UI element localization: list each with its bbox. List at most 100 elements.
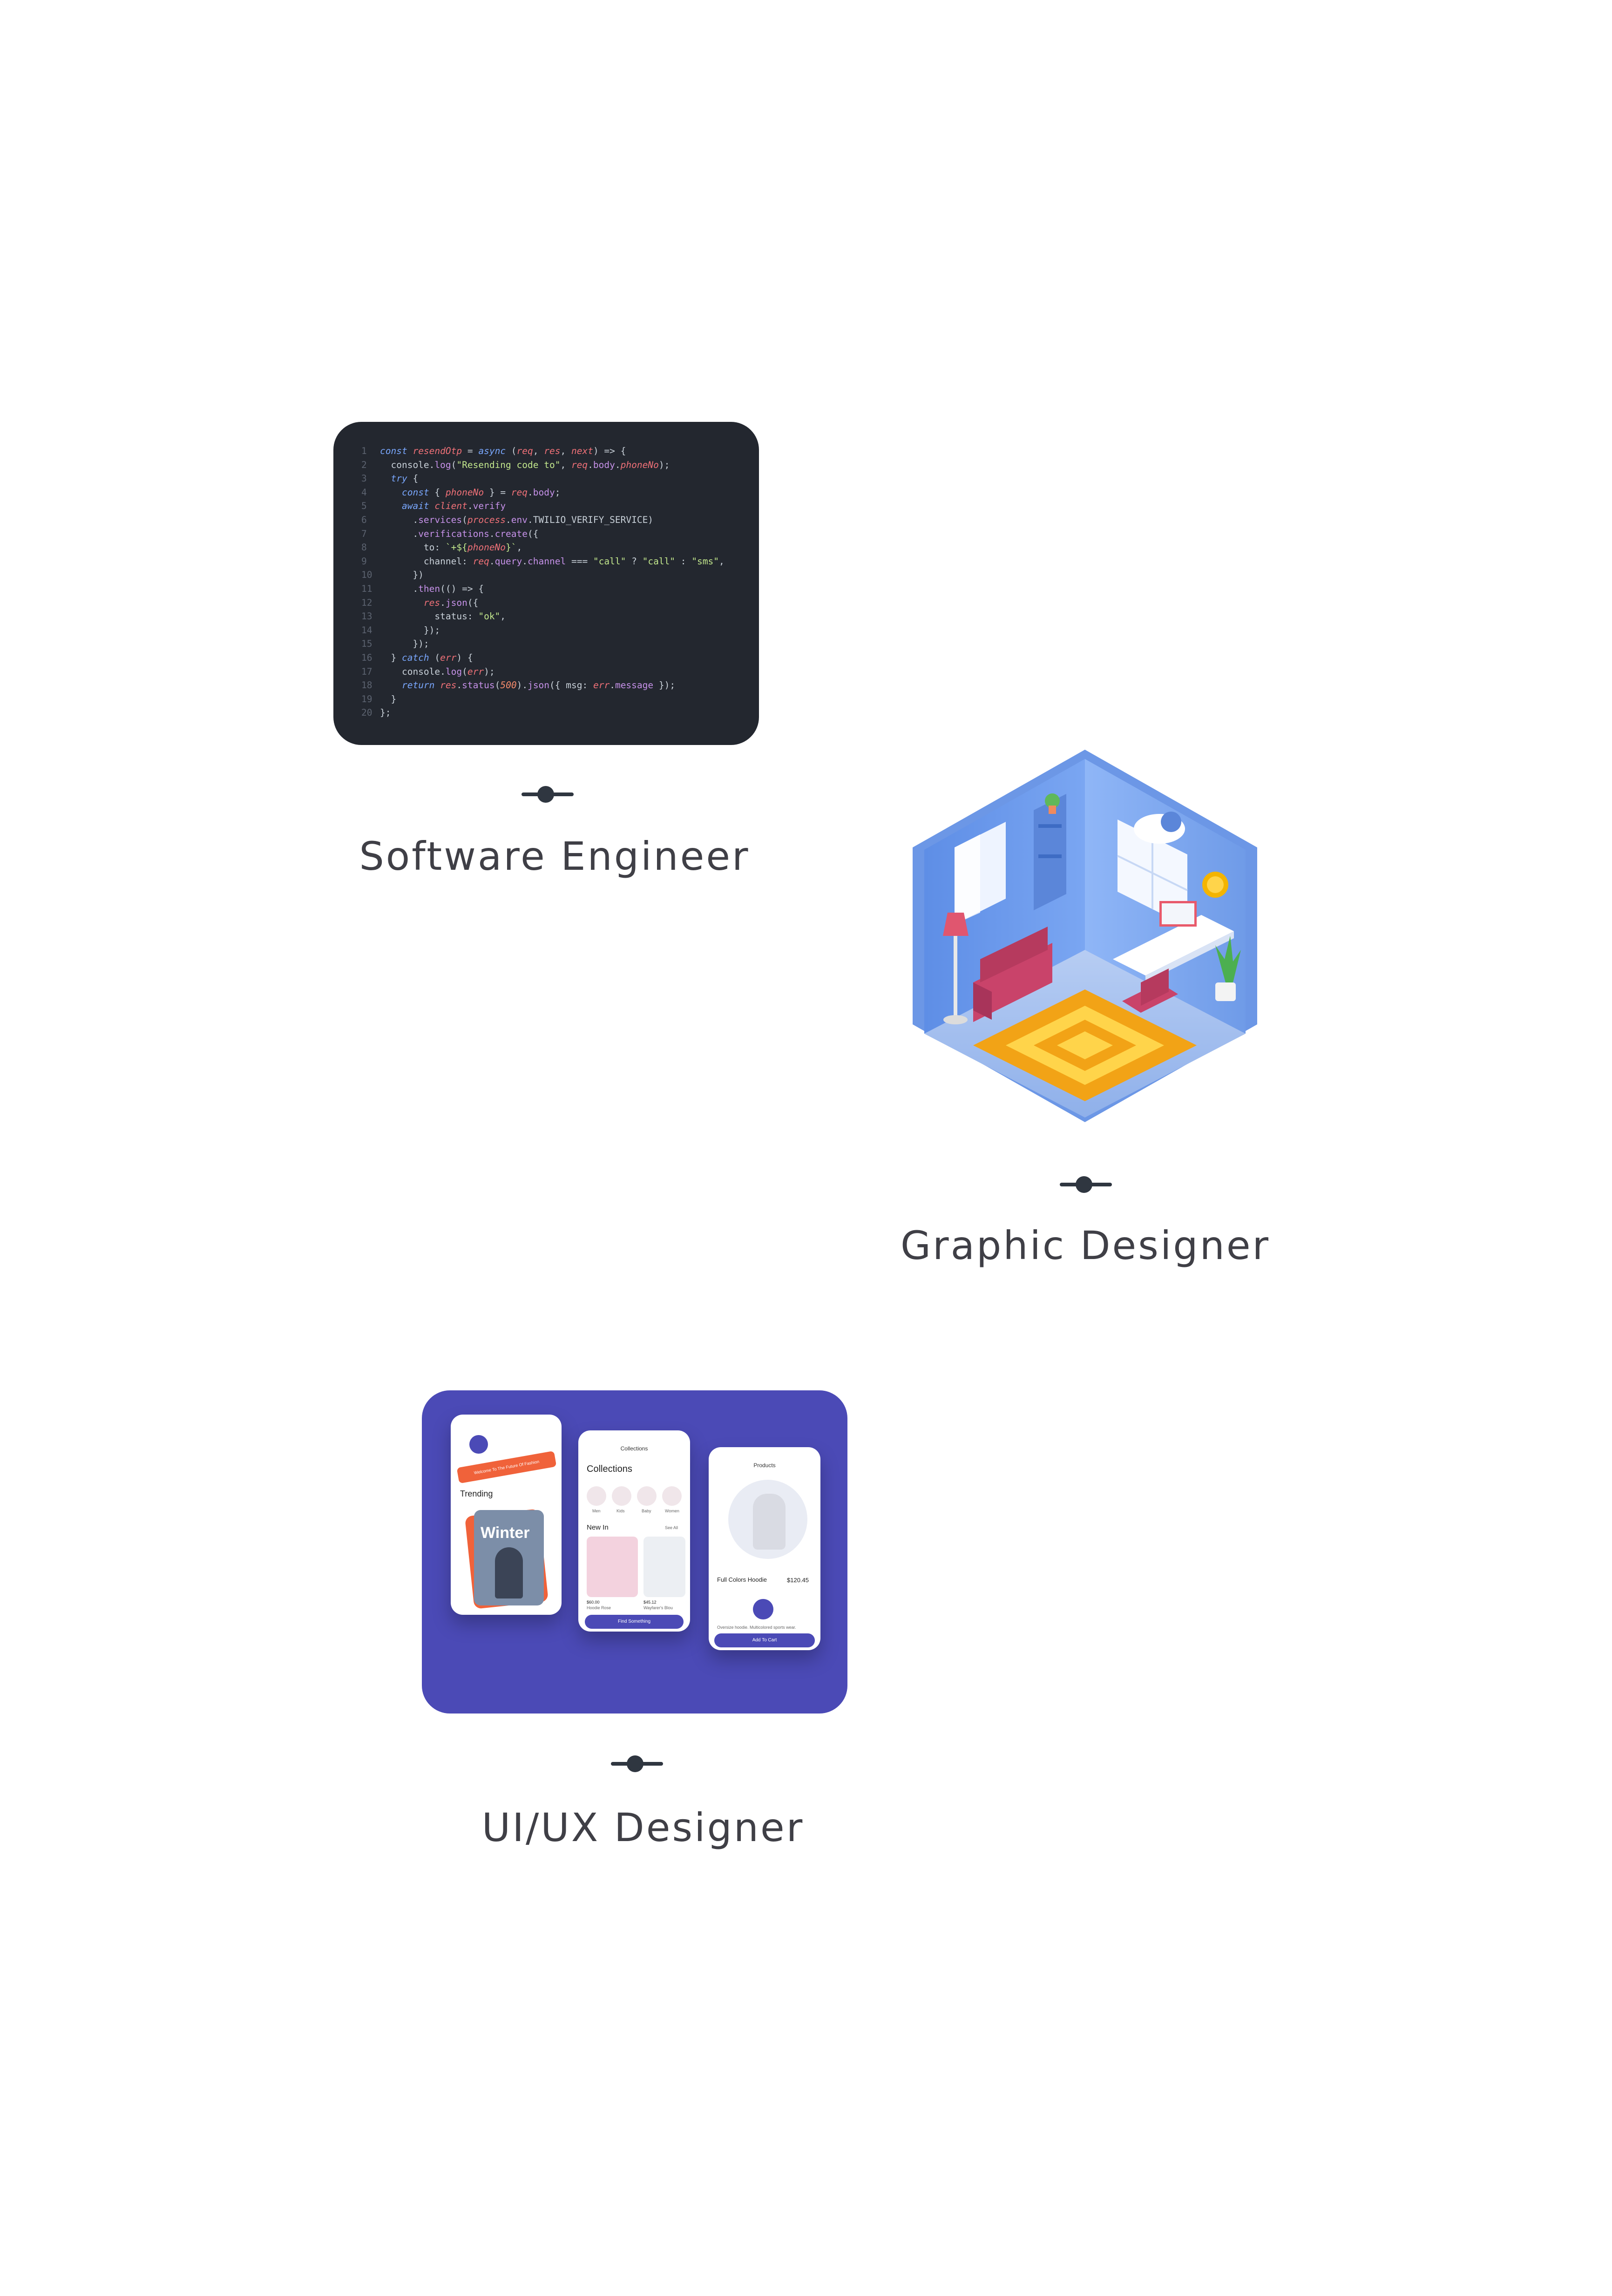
code-text: res.json({: [423, 597, 479, 608]
collections-title: Collections: [587, 1464, 632, 1474]
phone-home-screen: Welcome To The Future Of Fashion Trendin…: [451, 1415, 562, 1615]
code-text: to: `+${phoneNo}`,: [380, 542, 522, 553]
line-number: 5: [361, 501, 367, 512]
code-text: await client.verify: [401, 501, 506, 512]
line-number: 3: [361, 473, 367, 484]
code-line: 3 try {: [361, 472, 731, 486]
code-line: 6 .services(process.env.TWILIO_VERIFY_SE…: [361, 513, 731, 527]
code-line: 19 }: [361, 692, 731, 706]
code-line: 8 to: `+${phoneNo}`,: [361, 541, 731, 555]
code-line: 10 }): [361, 568, 731, 582]
code-line: 1 const resendOtp = async (req, res, next…: [361, 444, 731, 458]
category-men-avatar[interactable]: [587, 1486, 606, 1506]
code-text: .then(() => {: [380, 583, 484, 594]
code-text: status: "ok",: [380, 611, 506, 622]
app-mockup-card: Welcome To The Future Of Fashion Trendin…: [422, 1390, 847, 1714]
collections-header: Collections: [620, 1445, 648, 1452]
product-name: Full Colors Hoodie: [717, 1576, 767, 1583]
code-text: };: [380, 707, 391, 718]
product-card-hoodie-rose[interactable]: [587, 1537, 638, 1597]
code-text: }): [380, 569, 424, 581]
find-something-button[interactable]: Find Something: [585, 1615, 684, 1629]
code-text: console.log(err);: [380, 666, 495, 677]
item1-name: Hoodie Rose: [587, 1605, 611, 1610]
line-number: 20: [361, 707, 373, 718]
code-text: channel: req.query.channel === "call" ? …: [380, 555, 725, 567]
code-line: 2 console.log("Resending code to", req.b…: [361, 458, 731, 472]
code-line: 16 } catch (err) {: [361, 651, 731, 665]
welcome-banner: Welcome To The Future Of Fashion: [456, 1450, 557, 1484]
code-line: 18 return res.status(500).json({ msg: er…: [361, 678, 731, 692]
line-number: 10: [361, 569, 373, 581]
chip-women[interactable]: Women: [665, 1509, 679, 1513]
products-header: Products: [753, 1462, 776, 1469]
code-line: 7 .verifications.create({: [361, 527, 731, 541]
phone-collections-screen: Collections Collections Men Kids Baby Wo…: [578, 1430, 690, 1632]
role-title-ui-ux-designer: UI/UX Designer: [481, 1805, 805, 1850]
code-line: 20};: [361, 706, 731, 720]
line-number: 16: [361, 652, 373, 663]
code-line: 4 const { phoneNo } = req.body;: [361, 486, 731, 500]
code-line: 9 channel: req.query.channel === "call" …: [361, 555, 731, 569]
code-text: try {: [391, 473, 419, 484]
code-line: 17 console.log(err);: [361, 665, 731, 679]
code-text: } catch (err) {: [380, 652, 473, 663]
code-text: });: [380, 624, 440, 636]
code-line: 12 res.json({: [361, 596, 731, 610]
hoodie-model: [753, 1494, 786, 1550]
trending-heading: Trending: [460, 1489, 493, 1498]
line-number: 2: [361, 459, 367, 470]
size-selector[interactable]: [753, 1599, 773, 1619]
code-text: const { phoneNo } = req.body;: [401, 487, 561, 498]
line-number: 14: [361, 624, 373, 636]
line-number: 11: [361, 583, 373, 594]
line-number: 19: [361, 693, 373, 704]
category-baby-avatar[interactable]: [637, 1486, 657, 1506]
code-text: const resendOtp = async (req, res, next)…: [380, 446, 626, 456]
code-text: return res.status(500).json({ msg: err.m…: [401, 680, 676, 691]
line-number: 9: [361, 555, 367, 567]
connector-icon: [522, 786, 574, 803]
trending-card: Winter: [474, 1510, 544, 1605]
line-number: 7: [361, 528, 367, 539]
line-number: 13: [361, 611, 373, 622]
category-kids-avatar[interactable]: [612, 1486, 631, 1506]
code-text: .services(process.env.TWILIO_VERIFY_SERV…: [380, 514, 654, 525]
code-line: 13 status: "ok",: [361, 610, 731, 623]
category-women-avatar[interactable]: [662, 1486, 682, 1506]
add-to-cart-button[interactable]: Add To Cart: [714, 1633, 815, 1647]
chip-kids[interactable]: Kids: [616, 1509, 625, 1513]
product-description: Oversize hoodie. Multicolored sports wea…: [717, 1625, 796, 1630]
role-title-software-engineer: Software Engineer: [359, 833, 750, 879]
code-line: 15 });: [361, 637, 731, 651]
line-number: 15: [361, 638, 373, 650]
connector-icon: [611, 1755, 663, 1772]
code-text: });: [380, 638, 429, 650]
connector-icon: [1060, 1176, 1112, 1193]
line-number: 8: [361, 542, 367, 553]
code-text: }: [380, 693, 397, 704]
code-snippet-card: 1 const resendOtp = async (req, res, next…: [333, 422, 759, 745]
winter-text: Winter: [481, 1524, 530, 1542]
item1-price: $60.00: [587, 1600, 600, 1605]
phone-product-screen: Products Full Colors Hoodie $120.45 Over…: [709, 1447, 820, 1650]
line-number: 12: [361, 597, 373, 608]
code-line: 11 .then(() => {: [361, 582, 731, 596]
new-in-heading: New In: [587, 1524, 609, 1531]
see-all-link[interactable]: See All: [665, 1525, 678, 1530]
item2-price: $45.12: [643, 1600, 657, 1605]
product-card-wayfarer[interactable]: [643, 1537, 685, 1597]
chip-men[interactable]: Men: [592, 1509, 601, 1513]
chip-baby[interactable]: Baby: [642, 1509, 651, 1513]
item2-name: Wayfarer's Blou: [643, 1605, 673, 1610]
line-number: 18: [361, 680, 373, 691]
role-title-graphic-designer: Graphic Designer: [900, 1223, 1271, 1268]
menu-icon: [469, 1435, 488, 1454]
code-line: 5 await client.verify: [361, 499, 731, 513]
line-number: 6: [361, 514, 367, 525]
product-price: $120.45: [787, 1577, 809, 1584]
code-text: .verifications.create({: [380, 528, 539, 539]
model-figure: [495, 1547, 523, 1598]
line-number: 17: [361, 666, 373, 677]
line-number: 1: [361, 446, 367, 456]
